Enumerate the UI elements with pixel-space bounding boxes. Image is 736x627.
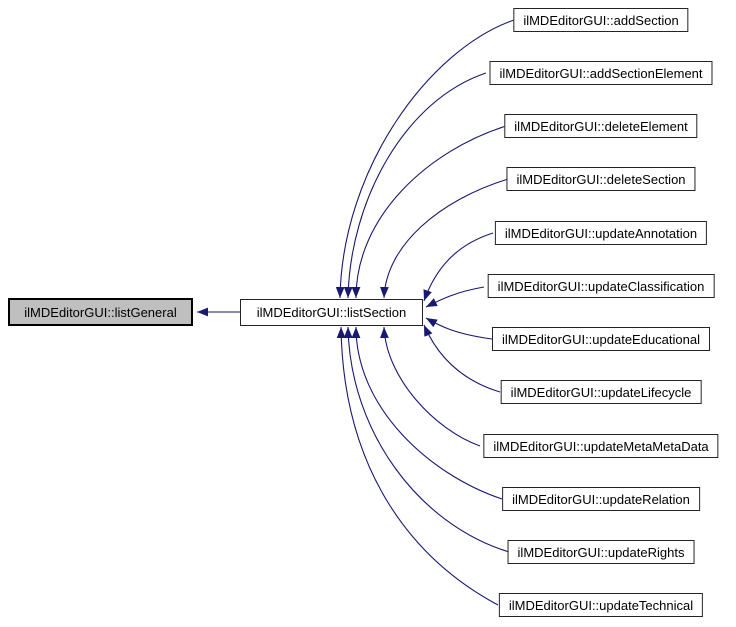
edge-addSection-to-listSection: [335, 19, 515, 299]
node-deleteSection[interactable]: ilMDEditorGUI::deleteSection: [506, 167, 696, 191]
node-listGeneral-label: ilMDEditorGUI::listGeneral: [24, 304, 177, 320]
node-updateRights[interactable]: ilMDEditorGUI::updateRights: [507, 540, 695, 564]
edge-updateClassification-to-listSection: [425, 286, 485, 308]
node-updateTechnical[interactable]: ilMDEditorGUI::updateTechnical: [498, 593, 704, 617]
node-listSection[interactable]: ilMDEditorGUI::listSection: [240, 299, 423, 326]
edge-updateTechnical-to-listSection: [336, 326, 499, 606]
edge-addSectionElement-to-listSection: [343, 72, 487, 299]
edge-deleteSection-to-listSection: [380, 178, 509, 299]
node-updateLifecycle[interactable]: ilMDEditorGUI::updateLifecycle: [500, 380, 702, 404]
node-updateAnnotation[interactable]: ilMDEditorGUI::updateAnnotation: [494, 221, 708, 245]
edge-updateLifecycle-to-listSection: [423, 324, 501, 393]
node-updateRights-label: ilMDEditorGUI::updateRights: [517, 544, 685, 560]
node-updateRelation-label: ilMDEditorGUI::updateRelation: [512, 491, 690, 507]
node-updateClassification[interactable]: ilMDEditorGUI::updateClassification: [487, 274, 715, 298]
node-deleteSection-label: ilMDEditorGUI::deleteSection: [516, 171, 686, 187]
edge-updateEducational-to-listSection: [425, 317, 493, 340]
node-updateEducational-label: ilMDEditorGUI::updateEducational: [502, 331, 700, 347]
node-updateMetaMetaData[interactable]: ilMDEditorGUI::updateMetaMetaData: [483, 434, 719, 458]
node-updateRelation[interactable]: ilMDEditorGUI::updateRelation: [502, 487, 700, 511]
edge-updateMetaMetaData-to-listSection: [380, 326, 481, 447]
node-listGeneral: ilMDEditorGUI::listGeneral: [8, 298, 193, 326]
node-updateLifecycle-label: ilMDEditorGUI::updateLifecycle: [510, 384, 692, 400]
node-updateTechnical-label: ilMDEditorGUI::updateTechnical: [508, 597, 694, 613]
node-addSection[interactable]: ilMDEditorGUI::addSection: [513, 8, 689, 32]
edge-updateAnnotation-to-listSection: [423, 232, 494, 302]
node-deleteElement[interactable]: ilMDEditorGUI::deleteElement: [504, 114, 698, 138]
edge-updateRelation-to-listSection: [351, 326, 503, 500]
node-addSectionElement[interactable]: ilMDEditorGUI::addSectionElement: [489, 61, 713, 85]
node-addSection-label: ilMDEditorGUI::addSection: [523, 12, 679, 28]
node-updateClassification-label: ilMDEditorGUI::updateClassification: [497, 278, 705, 294]
node-addSectionElement-label: ilMDEditorGUI::addSectionElement: [499, 65, 703, 81]
node-updateAnnotation-label: ilMDEditorGUI::updateAnnotation: [504, 225, 698, 241]
edge-deleteElement-to-listSection: [351, 125, 507, 299]
node-updateMetaMetaData-label: ilMDEditorGUI::updateMetaMetaData: [493, 438, 709, 454]
node-deleteElement-label: ilMDEditorGUI::deleteElement: [514, 118, 688, 134]
edge-updateRights-to-listSection: [343, 326, 510, 553]
node-updateEducational[interactable]: ilMDEditorGUI::updateEducational: [492, 327, 710, 351]
node-listSection-label: ilMDEditorGUI::listSection: [256, 305, 407, 320]
